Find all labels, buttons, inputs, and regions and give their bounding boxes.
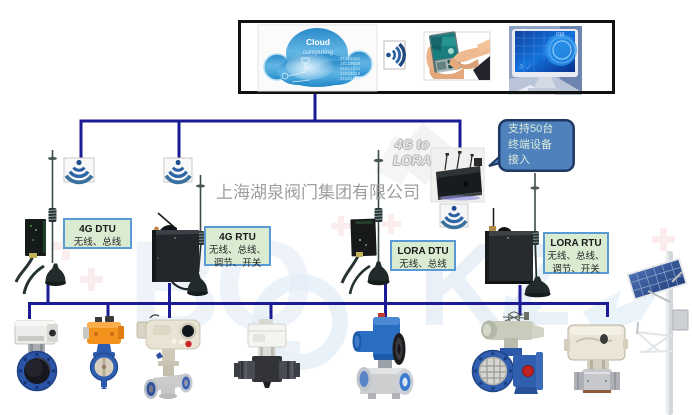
svg-text:01011011: 01011011 bbox=[340, 68, 361, 72]
svg-text:01101101: 01101101 bbox=[340, 58, 361, 62]
svg-text:computing: computing bbox=[303, 49, 333, 56]
svg-text:☃ ☄: ☃ ☄ bbox=[518, 62, 533, 71]
svg-text:10110010: 10110010 bbox=[340, 63, 361, 67]
svg-text:11010110: 11010110 bbox=[340, 73, 361, 77]
svg-text:010: 010 bbox=[556, 32, 565, 38]
svg-text:01101001: 01101001 bbox=[340, 78, 361, 82]
svg-text:Cloud: Cloud bbox=[306, 37, 330, 47]
